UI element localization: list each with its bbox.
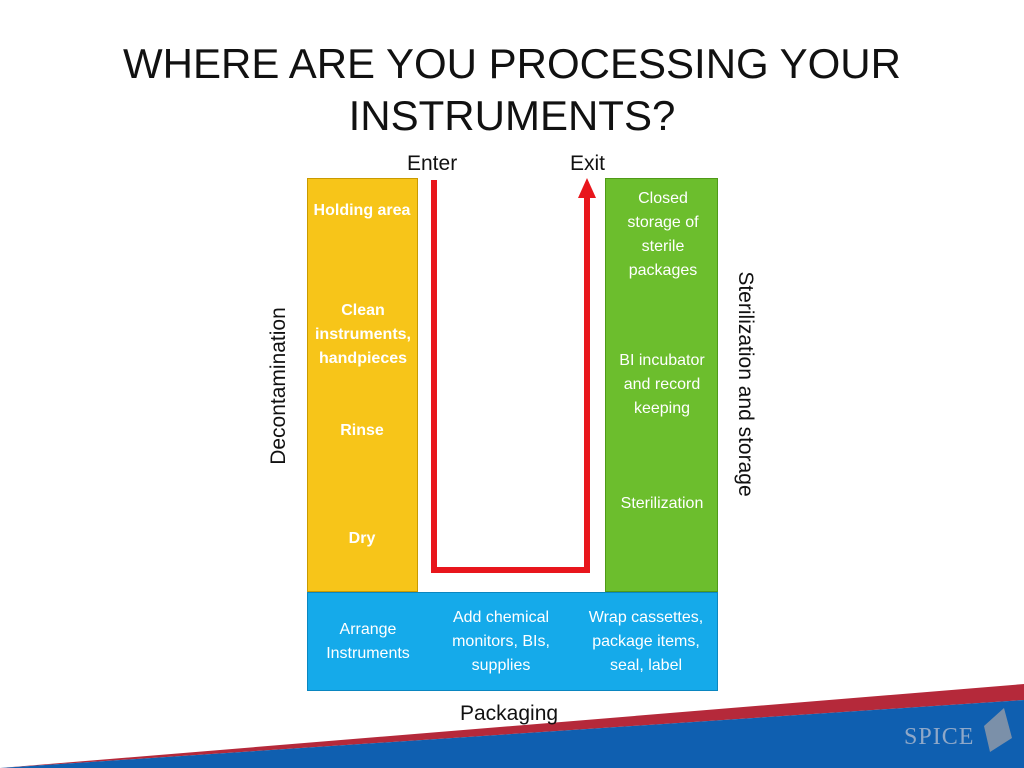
arrange-instruments-step: Arrange Instruments bbox=[326, 621, 410, 662]
footer-band-blue bbox=[0, 700, 1024, 768]
spice-logo-text: SPICE bbox=[904, 724, 975, 750]
wrap-cassettes-step: Wrap cassettes, package items, seal, lab… bbox=[588, 609, 704, 674]
holding-area-step: Holding area bbox=[313, 202, 411, 219]
bi-incubator-step: BI incubator and record keeping bbox=[619, 352, 705, 417]
dry-step: Dry bbox=[348, 530, 376, 547]
sterilization-step: Sterilization bbox=[620, 495, 704, 512]
rinse-step: Rinse bbox=[340, 422, 384, 439]
clean-instruments-step: Clean instruments, handpieces bbox=[314, 302, 411, 367]
packaging-area bbox=[307, 592, 718, 691]
sterilization-area bbox=[605, 178, 718, 592]
flow-arrow-head-icon bbox=[578, 178, 596, 198]
page-title: WHERE ARE YOU PROCESSING YOUR INSTRUMENT… bbox=[123, 40, 901, 139]
footer-band-red bbox=[0, 684, 1024, 768]
flow-arrow-path bbox=[431, 180, 590, 573]
closed-storage-step: Closed storage of sterile packages bbox=[627, 190, 699, 279]
spice-logo-icon bbox=[984, 708, 1012, 752]
packaging-label: Packaging bbox=[460, 702, 559, 725]
enter-label: Enter bbox=[407, 152, 458, 175]
exit-label: Exit bbox=[570, 152, 606, 175]
decontamination-area bbox=[307, 178, 418, 592]
add-monitors-step: Add chemical monitors, BIs, supplies bbox=[452, 609, 550, 674]
